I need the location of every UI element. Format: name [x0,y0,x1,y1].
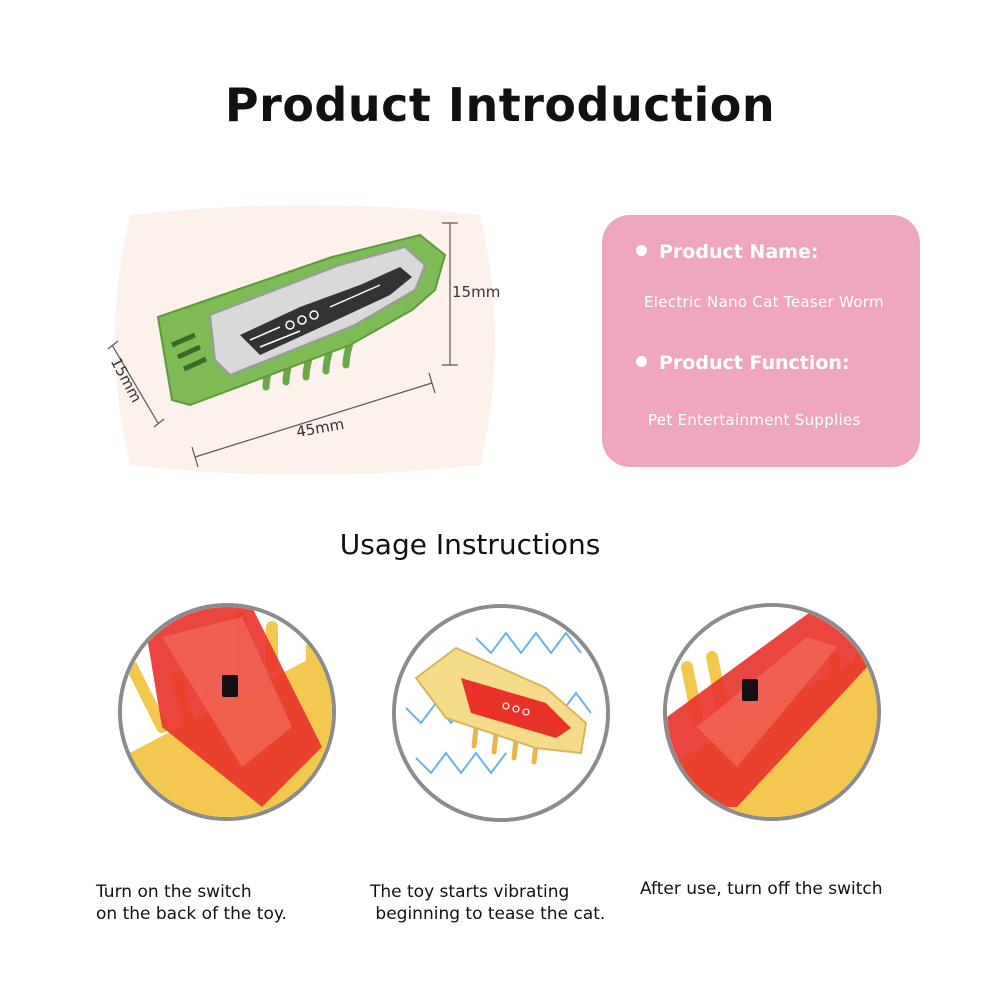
product-function-value: Pet Entertainment Supplies [648,411,861,429]
step-1-image [118,603,336,821]
usage-title: Usage Instructions [339,528,601,561]
product-name-value: Electric Nano Cat Teaser Worm [644,293,884,311]
step-1-caption: Turn on the switch on the back of the to… [96,881,287,925]
step-2-line-1: The toy starts vibrating [370,882,570,902]
step-2-image [392,604,610,822]
product-info-card: Product Name: Electric Nano Cat Teaser W… [602,215,920,467]
product-name-heading: Product Name: [636,241,818,263]
step-3-caption: After use, turn off the switch [640,878,883,900]
product-name-label: Product Name: [659,241,819,263]
step-2-caption: The toy starts vibrating beginning to te… [370,881,605,925]
bullet-icon [636,356,647,367]
page-title: Product Introduction [224,78,776,132]
step-1-line-2: on the back of the toy. [96,904,287,924]
toy-illustration [107,205,495,475]
product-function-label: Product Function: [659,352,850,374]
product-function-heading: Product Function: [636,352,850,374]
step-3-image [663,603,881,821]
step-3-line-1: After use, turn off the switch [640,879,883,899]
bullet-icon [636,245,647,256]
step-1-line-1: Turn on the switch [96,882,252,902]
step-2-line-2: beginning to tease the cat. [370,904,606,924]
product-image-panel: 15mm 15mm 45mm [100,195,510,485]
height-dimension-label: 15mm [452,283,501,301]
